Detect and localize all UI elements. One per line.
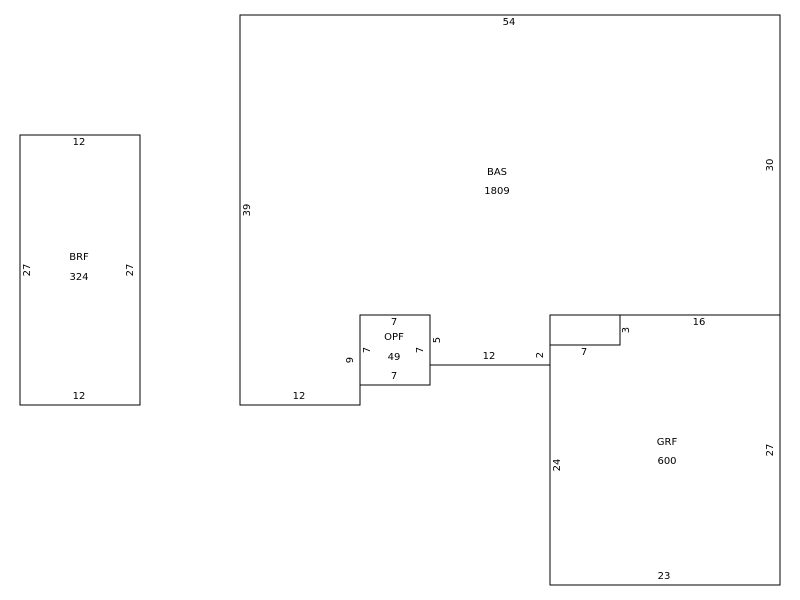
opf-outline [359,314,431,386]
bas-top-dimension: 54 [503,17,516,28]
grf-bottom-dimension: 23 [658,571,671,582]
opf-bottom-dimension: 7 [391,371,397,382]
grf-outline [549,314,781,586]
opf-area: OPF 49 7 7 7 7 9 5 [345,314,443,386]
bas-sqft-label: 1809 [484,186,509,197]
brf-bottom-dimension: 12 [73,391,86,402]
brf-outline [19,134,141,406]
bas-step-7-dimension: 7 [581,347,587,358]
bas-step-16-dimension: 16 [693,317,706,328]
bas-area: BAS 1809 54 39 30 12 12 2 7 3 16 [239,14,781,406]
bas-outline [239,14,781,406]
grf-area: GRF 600 24 27 23 [549,314,781,586]
bas-step-2-dimension: 2 [535,352,546,358]
opf-sqft-label: 49 [388,352,401,363]
bas-left-dimension: 39 [242,204,253,217]
brf-area: BRF 324 12 12 27 27 [19,134,141,406]
grf-right-dimension: 27 [765,444,776,457]
grf-left-dimension: 24 [552,459,563,472]
bas-bottom-dimension: 12 [293,391,306,402]
opf-left-dimension: 7 [362,347,373,353]
brf-sqft-label: 324 [69,272,88,283]
opf-offset-5-dimension: 5 [432,337,443,343]
brf-left-dimension: 27 [22,264,33,277]
grf-code-label: GRF [657,437,678,448]
brf-top-dimension: 12 [73,137,86,148]
opf-code-label: OPF [384,332,404,343]
grf-sqft-label: 600 [657,456,676,467]
bas-step-3-dimension: 3 [621,327,632,333]
brf-code-label: BRF [69,252,89,263]
brf-right-dimension: 27 [125,264,136,277]
opf-right-dimension: 7 [415,347,426,353]
bas-code-label: BAS [487,167,507,178]
opf-offset-9-dimension: 9 [345,357,356,363]
opf-top-dimension: 7 [391,317,397,328]
bas-step-12-dimension: 12 [483,351,496,362]
bas-right-dimension: 30 [765,159,776,172]
